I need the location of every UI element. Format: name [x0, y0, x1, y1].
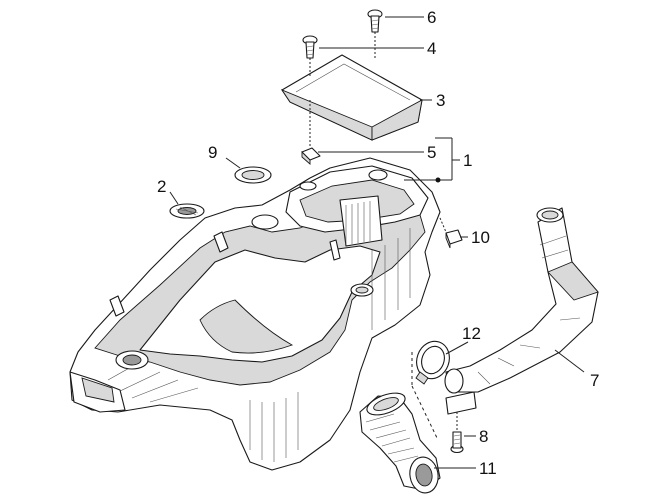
callout-3: 3 — [436, 91, 445, 110]
screw-part-4 — [302, 35, 318, 59]
clip-part-10 — [445, 229, 463, 249]
callout-10: 10 — [471, 228, 490, 247]
intake-bellows-part-11 — [359, 392, 441, 494]
air-duct-part-7 — [444, 207, 599, 415]
callout-6: 6 — [427, 8, 436, 27]
callout-2: 2 — [157, 177, 166, 196]
callout-labels: 6 4 3 5 1 9 2 10 12 7 8 11 — [157, 8, 599, 478]
rubber-plug-part-9 — [234, 166, 272, 184]
callout-7: 7 — [590, 371, 599, 390]
screw-part-8 — [450, 431, 464, 454]
callout-9: 9 — [208, 143, 217, 162]
callout-8: 8 — [479, 427, 488, 446]
battery-cover-part-3 — [280, 54, 423, 141]
helmet-compartment — [69, 157, 441, 471]
callout-11: 11 — [479, 459, 497, 478]
screw-part-6 — [367, 9, 383, 33]
grommet-part-2 — [169, 203, 205, 219]
clip-nut-part-5 — [301, 147, 321, 165]
hose-clamp-part-12 — [415, 340, 450, 385]
callout-4: 4 — [427, 39, 436, 58]
callout-12: 12 — [462, 324, 481, 343]
leader-lines — [169, 16, 585, 469]
callout-1: 1 — [463, 151, 472, 170]
callout-5: 5 — [427, 143, 436, 162]
